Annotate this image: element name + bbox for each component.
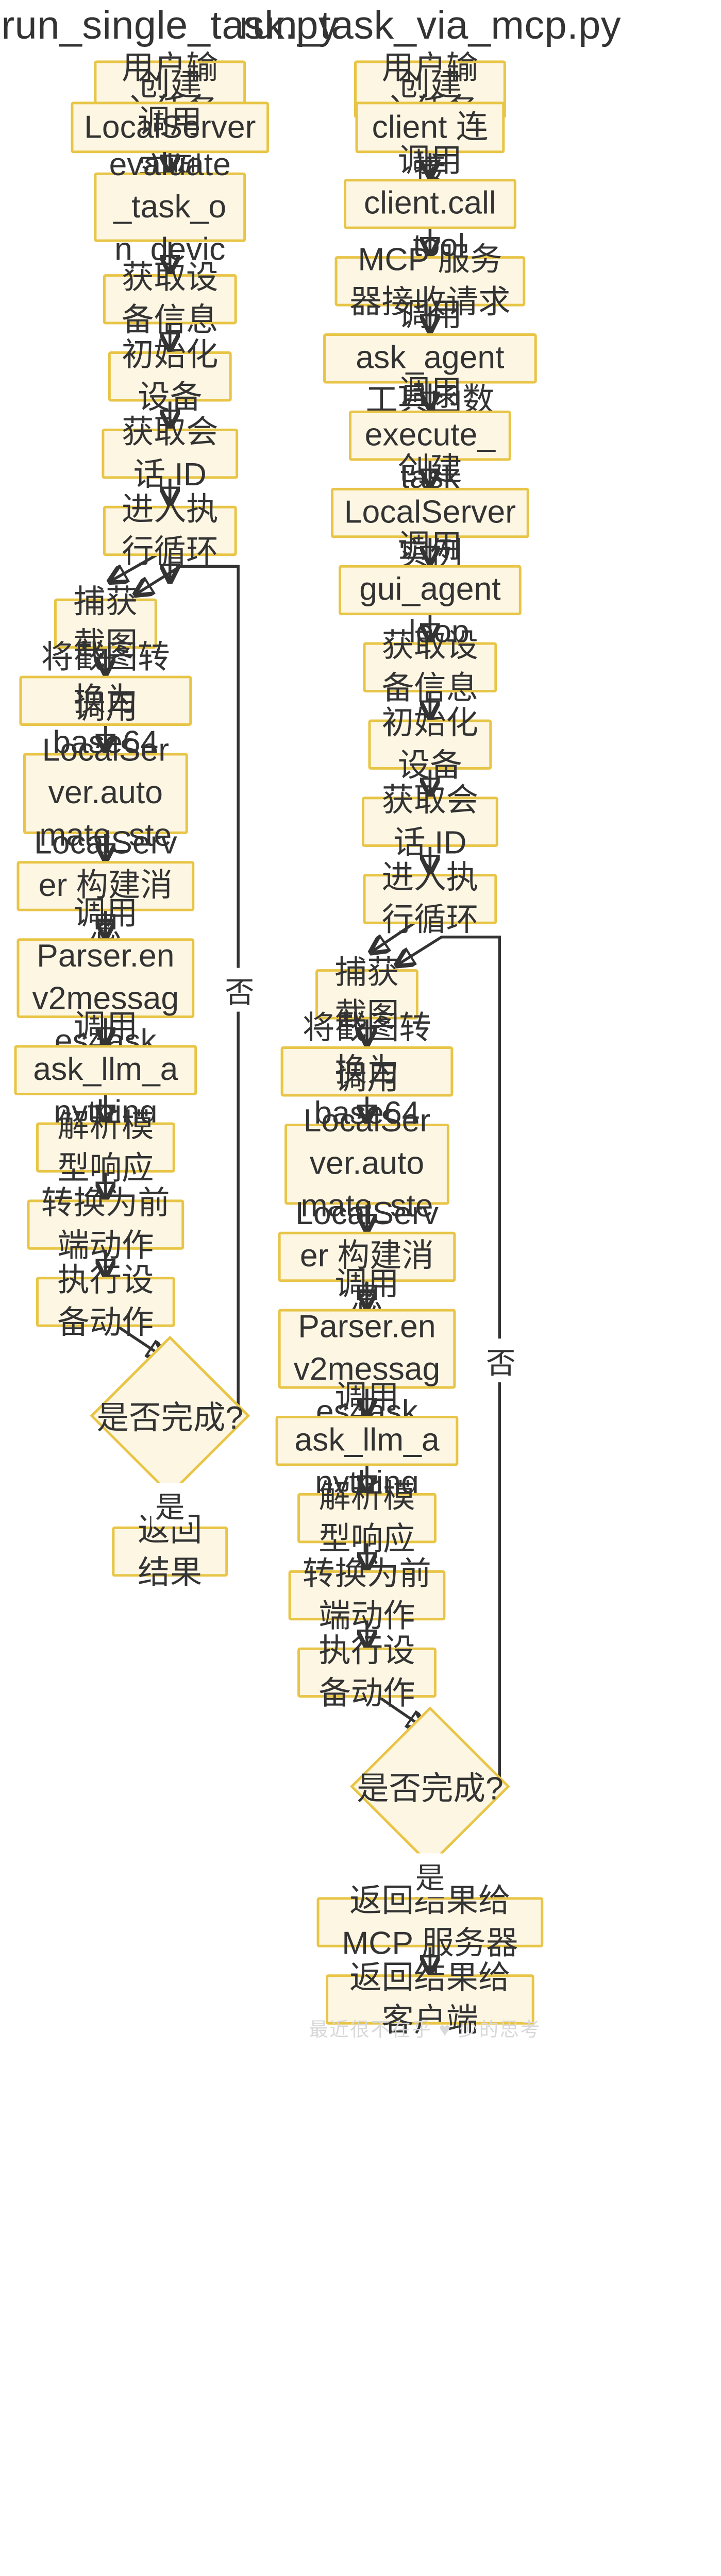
node-l4[interactable]: 获取设备信息 <box>103 259 237 338</box>
node-l6[interactable]: 获取会话 ID <box>102 414 239 493</box>
node-r4[interactable]: MCP 服务器接收请求 <box>334 241 526 320</box>
node-l5[interactable]: 初始化设备 <box>108 336 232 415</box>
node-r16[interactable]: LocalServer 构建消息 <box>278 1196 456 1317</box>
node-r9[interactable]: 获取设备信息 <box>363 628 497 706</box>
node-l17[interactable]: 是否完成? <box>90 1335 250 1496</box>
node-r10[interactable]: 初始化设备 <box>368 705 492 783</box>
node-r19[interactable]: 解析模型响应 <box>297 1478 437 1557</box>
node-r22[interactable]: 是否完成? <box>349 1706 510 1867</box>
node-r8[interactable]: 调用 gui_agent_loop <box>339 529 522 650</box>
node-l3[interactable]: 调用 evaluate_task_on_device <box>94 104 246 310</box>
column-title-left: run_single_task.py <box>1 2 339 48</box>
node-r24[interactable]: 返回结果给客户端 <box>326 1960 534 2038</box>
node-l10[interactable]: 调用 LocalServer.automate_step <box>23 690 188 896</box>
column-title-right: run_task_via_mcp.py <box>239 2 622 48</box>
node-r18[interactable]: 调用 ask_llm_anything <box>275 1380 459 1501</box>
node-l7[interactable]: 进入执行循环 <box>103 491 237 569</box>
node-r3[interactable]: 调用 client.call_tool <box>344 143 516 264</box>
node-r11[interactable]: 获取会话 ID <box>361 782 498 860</box>
edge-label-left-yes: 是 <box>151 1482 189 1527</box>
node-r21[interactable]: 执行设备动作 <box>297 1633 437 1711</box>
node-l14[interactable]: 解析模型响应 <box>36 1108 175 1186</box>
node-l13[interactable]: 调用 ask_llm_anything <box>14 1009 197 1130</box>
node-r15[interactable]: 调用 LocalServer.automate_step <box>284 1061 449 1266</box>
node-r2[interactable]: 创建 client 连接 <box>355 66 505 187</box>
edge-label-right-yes: 是 <box>411 1853 449 1897</box>
diamond-label: 是否完成? <box>357 1771 504 1807</box>
diamond-label: 是否完成? <box>96 1400 244 1437</box>
edge-label-right-no: 否 <box>482 1338 520 1383</box>
node-r20[interactable]: 转换为前端动作 <box>288 1555 446 1634</box>
node-l15[interactable]: 转换为前端动作 <box>27 1185 185 1263</box>
node-l16[interactable]: 执行设备动作 <box>36 1262 175 1341</box>
node-l11[interactable]: LocalServer 构建消息 <box>16 825 195 946</box>
node-r23[interactable]: 返回结果给 MCP 服务器 <box>316 1883 544 1961</box>
node-r12[interactable]: 进入执行循环 <box>363 859 497 938</box>
edge-label-left-no: 否 <box>221 968 258 1012</box>
watermark-text: 最近很不在乎 ♥ 少的思考 <box>309 2019 541 2042</box>
node-l18[interactable]: 返回结果 <box>112 1512 228 1590</box>
